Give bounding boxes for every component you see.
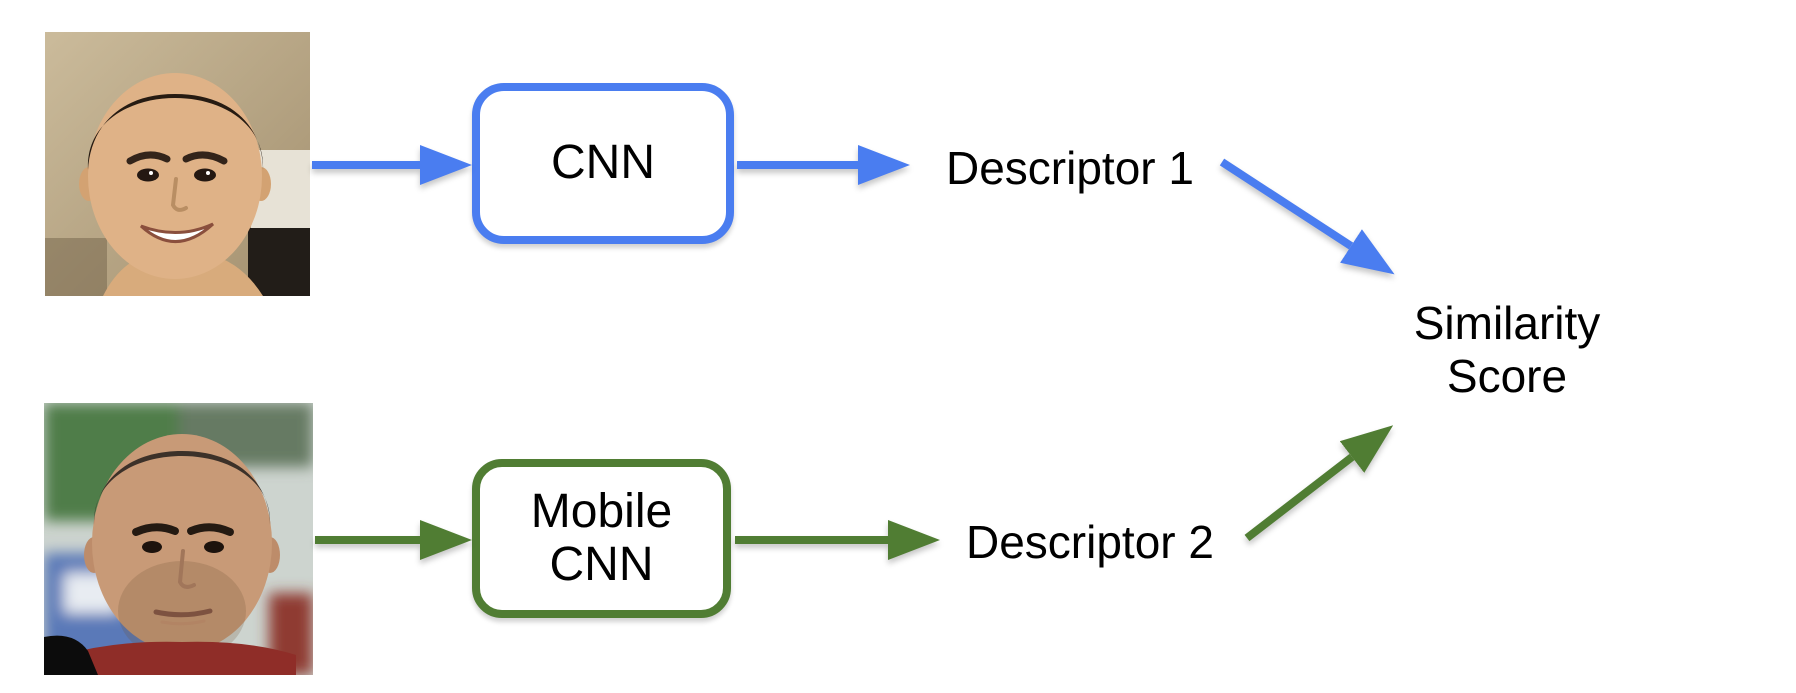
face-photo-2 bbox=[44, 403, 313, 675]
edge-descriptor1-to-similarity-arrow bbox=[1219, 158, 1395, 275]
cnn-node-label: CNN bbox=[551, 136, 655, 190]
face-portrait-photo-1-icon bbox=[45, 32, 310, 296]
similarity-score-line2: Score bbox=[1446, 350, 1568, 402]
cnn-node-box: CNN bbox=[472, 83, 734, 244]
mobile-cnn-label-line2: CNN bbox=[549, 537, 654, 591]
mobile-cnn-node-label: Mobile CNN bbox=[530, 484, 673, 592]
face-portrait-photo-2-icon bbox=[44, 403, 313, 675]
similarity-score-line1: Similarity bbox=[1413, 297, 1601, 349]
mobile-cnn-node-box: Mobile CNN bbox=[472, 459, 731, 618]
descriptor-1-label: Descriptor 1 bbox=[946, 142, 1194, 194]
face-photo-1 bbox=[45, 32, 310, 296]
mobile-cnn-label-line1: Mobile bbox=[530, 484, 673, 538]
descriptor-2-label: Descriptor 2 bbox=[966, 516, 1214, 568]
edge-descriptor2-to-similarity-arrow bbox=[1244, 425, 1394, 542]
similarity-score-label: Similarity Score bbox=[1382, 297, 1632, 403]
